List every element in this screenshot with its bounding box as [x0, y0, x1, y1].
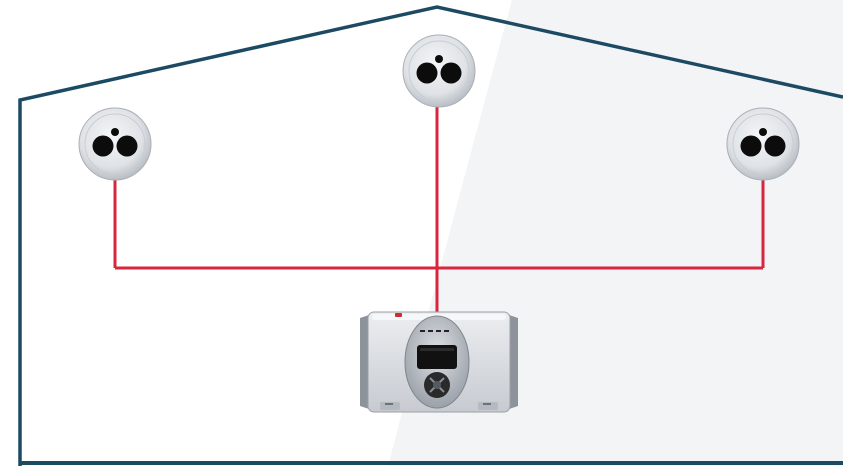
- cables: [113, 100, 765, 316]
- controller: [360, 311, 518, 413]
- sensor-left: [78, 107, 152, 181]
- controller-unit-icon: [360, 311, 518, 413]
- sensor-icon: [78, 107, 152, 181]
- sensor-right: [726, 107, 800, 181]
- house-outline: [18, 5, 843, 466]
- sensor-center: [402, 34, 476, 108]
- sensor-icon: [726, 107, 800, 181]
- sensor-icon: [402, 34, 476, 108]
